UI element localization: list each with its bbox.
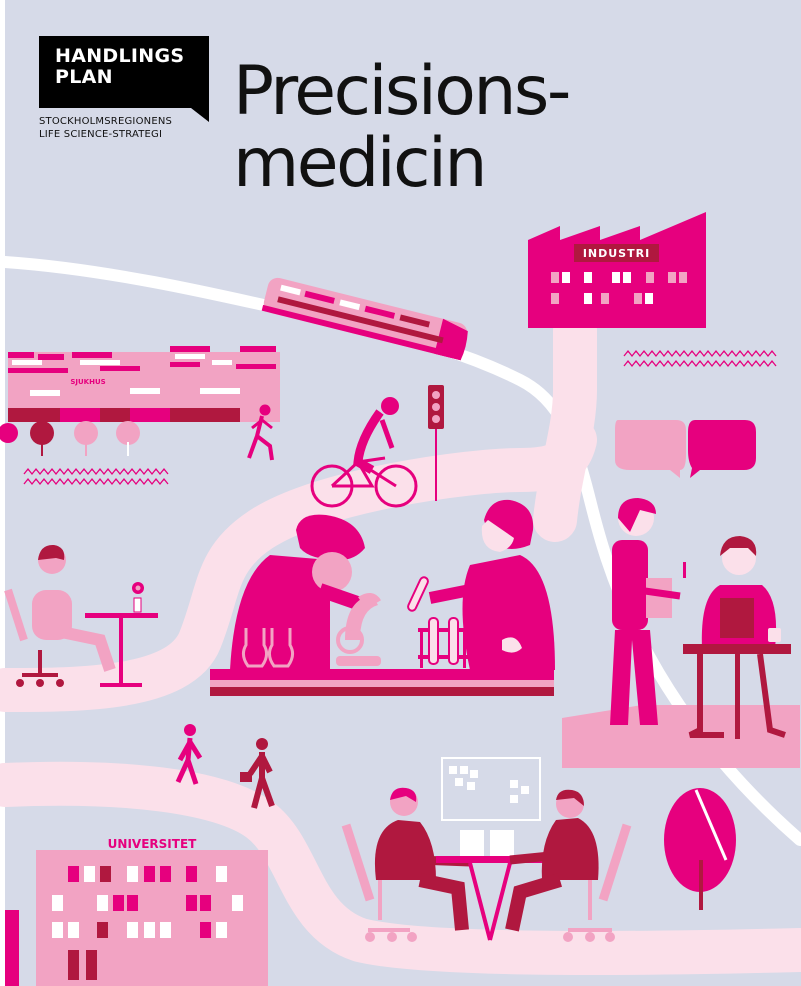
industry-building: INDUSTRI (528, 212, 706, 328)
hospital-building: SJUKHUS (8, 346, 280, 422)
strategy-subtitle: STOCKHOLMSREGIONENS LIFE SCIENCE-STRATEG… (39, 115, 172, 141)
subtitle-line-1: STOCKHOLMSREGIONENS (39, 116, 173, 127)
traffic-light (428, 385, 444, 501)
university-sign: UNIVERSITET (108, 837, 197, 851)
page-title: Precisions- medicin (233, 52, 571, 203)
test-tube-rack (418, 617, 468, 668)
badge-line-1: HANDLINGS (55, 45, 185, 67)
cyclist-figure (310, 397, 418, 508)
page-edge (0, 0, 5, 986)
badge-line-2: PLAN (55, 66, 113, 88)
tree-right (664, 788, 736, 910)
runner-figure (247, 404, 274, 461)
industry-sign: INDUSTRI (583, 247, 650, 260)
road-middle (0, 418, 597, 712)
hospital-sign: SJUKHUS (70, 378, 105, 386)
title-line-1: Precisions- (233, 52, 571, 131)
badge-shape (39, 36, 209, 122)
title-line-2: medicin (233, 124, 488, 203)
badge-label: HANDLINGS PLAN (55, 46, 184, 88)
hospital-trees (0, 421, 140, 456)
speech-bubbles (615, 420, 756, 478)
remote-worker (4, 544, 158, 687)
walking-people (175, 724, 275, 809)
subtitle-line-2: LIFE SCIENCE-STRATEGI (39, 129, 163, 140)
road-lower (0, 761, 801, 975)
grass-patch-left (23, 467, 169, 486)
train (261, 277, 468, 361)
grass-patch-right (623, 349, 777, 368)
office-scene (562, 498, 800, 768)
lab-scene (210, 499, 555, 696)
meeting-scene (341, 787, 632, 942)
whiteboard (441, 757, 541, 821)
university-building: UNIVERSITET (5, 837, 268, 986)
handlingsplan-badge: HANDLINGS PLAN (39, 36, 209, 122)
